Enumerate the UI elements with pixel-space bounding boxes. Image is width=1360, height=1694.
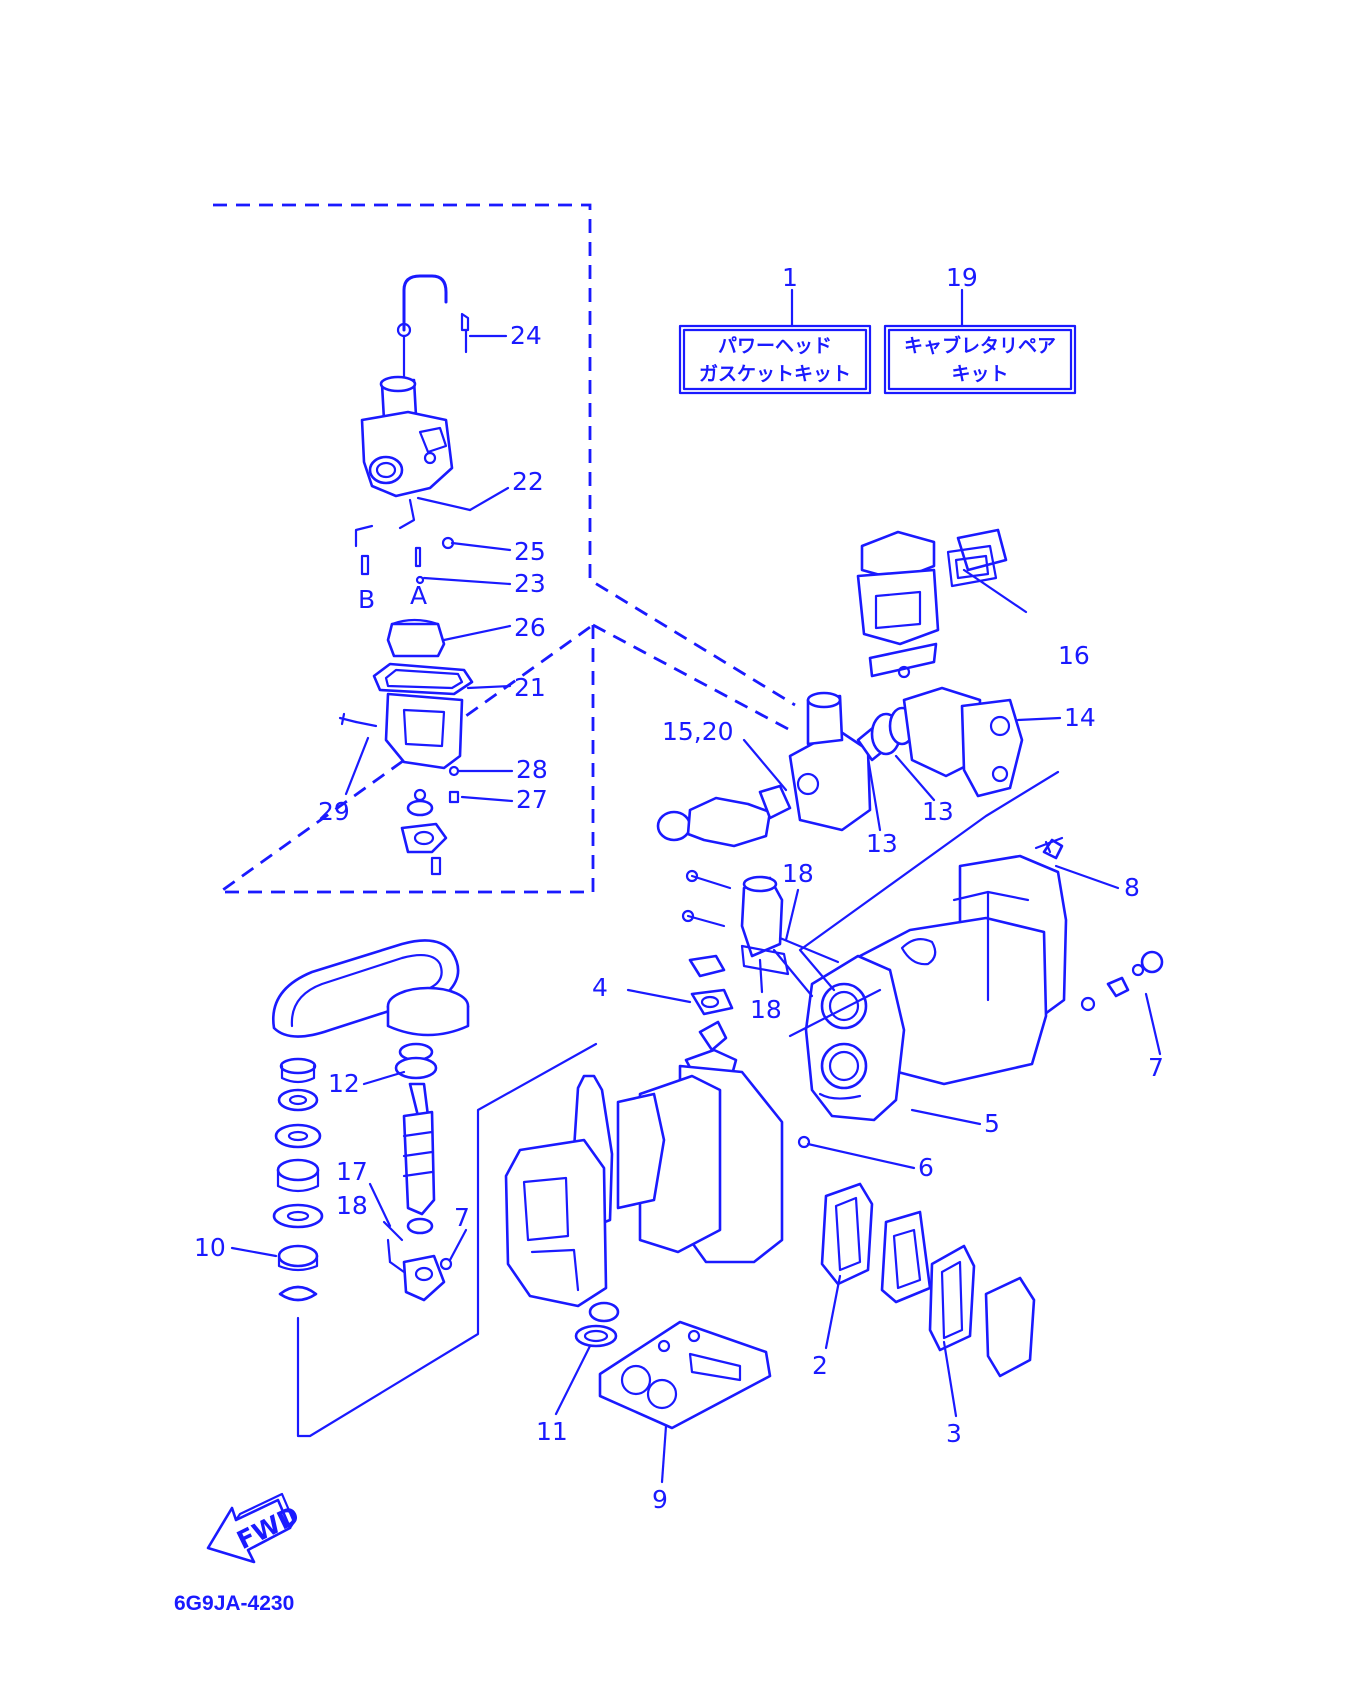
callout-14: 14 (1064, 703, 1096, 732)
callout-23: 23 (514, 569, 546, 598)
carburetor-repair-kit-box: キャブレタリペア キット (883, 324, 1077, 395)
callout-29: 29 (318, 797, 350, 826)
callout-24: 24 (510, 321, 542, 350)
callout-13-lower: 13 (866, 829, 898, 858)
cylinder-block-assembly (804, 836, 1164, 1122)
callout-4: 4 (592, 973, 608, 1002)
callout-18-middle: 18 (750, 995, 782, 1024)
callout-19: 19 (946, 263, 978, 292)
kit-1-line1: パワーヘッド (718, 335, 832, 357)
callout-5: 5 (984, 1109, 1000, 1138)
callout-labels: 1 19 24 22 25 23 26 21 28 27 29 16 14 15… (194, 263, 1164, 1514)
callout-11: 11 (536, 1417, 568, 1446)
callout-12: 12 (328, 1069, 360, 1098)
carburetor-callout-leaders (344, 334, 514, 803)
kit-1-line2: ガスケットキット (699, 363, 851, 385)
svg-text:A: A (410, 581, 427, 610)
callout-2: 2 (812, 1351, 828, 1380)
callout-10: 10 (194, 1233, 226, 1262)
callout-17: 17 (336, 1157, 368, 1186)
callout-18-upper: 18 (782, 859, 814, 888)
carburetor-assembly: B A (338, 274, 474, 876)
callout-27: 27 (516, 785, 548, 814)
base-gasket-and-seal (574, 1320, 772, 1430)
callout-21: 21 (514, 673, 546, 702)
callout-18-lower: 18 (336, 1191, 368, 1220)
grouping-lines (296, 770, 1060, 1438)
callout-16: 16 (1058, 641, 1090, 670)
carburetor-detail-boundary-leader (592, 623, 791, 732)
callout-15-20: 15,20 (662, 717, 734, 746)
forward-direction-arrow: FWD (206, 1492, 304, 1564)
callout-3: 3 (946, 1419, 962, 1448)
callout-1: 1 (782, 263, 798, 292)
callout-26: 26 (514, 613, 546, 642)
carburetor-detail-boundary (213, 203, 796, 894)
callout-leaders (230, 568, 1162, 1484)
kit-19-line1: キャブレタリペア (904, 334, 1056, 357)
drawing-code: 6G9JA-4230 (174, 1592, 294, 1615)
callout-7-right: 7 (1148, 1053, 1164, 1082)
intake-and-carburetor-assembly (656, 686, 1024, 848)
crankcase-assembly (504, 1064, 811, 1323)
callout-9: 9 (652, 1485, 668, 1514)
power-head-gasket-kit-box: パワーヘッド ガスケットキット (678, 324, 872, 395)
reed-valve-assembly (856, 528, 1008, 679)
callout-7-left: 7 (454, 1203, 470, 1232)
callout-13-upper: 13 (922, 797, 954, 826)
svg-text:B: B (358, 585, 375, 614)
callout-28: 28 (516, 755, 548, 784)
callout-25: 25 (514, 537, 546, 566)
callout-6: 6 (918, 1153, 934, 1182)
crankshaft-and-belt-assembly (271, 939, 470, 1302)
callout-22: 22 (512, 467, 544, 496)
exhaust-gaskets-and-covers (820, 1182, 1036, 1378)
callout-8: 8 (1124, 873, 1140, 902)
kit-19-line2: キット (951, 363, 1008, 385)
